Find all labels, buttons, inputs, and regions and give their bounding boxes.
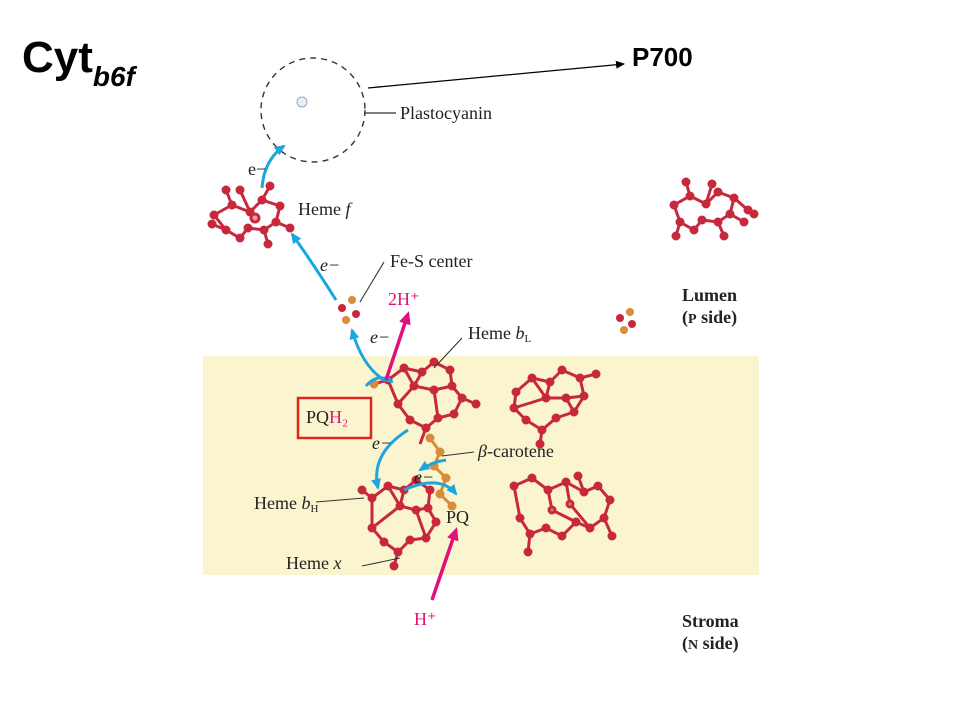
- two-h-plus-label: 2H⁺: [388, 289, 420, 309]
- electron-label-1: e−: [248, 159, 267, 179]
- lumen-side-label: (P side): [682, 307, 738, 327]
- pqh2-highlight-box: [296, 396, 373, 440]
- heme-right-membrane-molecule: [509, 365, 601, 449]
- electron-transfer-arrows: [260, 144, 458, 496]
- heme-bl-label: Heme bL: [468, 323, 532, 345]
- electron-arrow-heme-f-to-plastocyanin: [260, 144, 286, 189]
- heme-bh-molecule: [357, 475, 441, 571]
- heme-x-label: Heme x: [286, 553, 342, 573]
- thylakoid-membrane: [203, 356, 759, 575]
- plastocyanin-circle: [260, 57, 366, 163]
- electron-label-4: e−: [372, 433, 393, 453]
- stroma-label: Stroma: [682, 611, 739, 631]
- electron-label-3: e−: [370, 327, 391, 347]
- p700-arrow: [367, 60, 625, 89]
- page-title-subscript: b6f: [92, 61, 135, 92]
- h-plus-label: H⁺: [414, 609, 437, 629]
- pq-label: PQ: [446, 507, 470, 527]
- heme-f-label: Heme f: [298, 199, 351, 219]
- p700-label: P700: [632, 42, 693, 72]
- electron-label-2: e−: [320, 255, 341, 275]
- electron-arrow-pqh2-to-heme-bl: [364, 372, 394, 388]
- beta-carotene-molecule: [425, 433, 457, 511]
- heme-bl-molecule: [369, 357, 481, 445]
- pqh2-label: PQH₂: [306, 407, 349, 427]
- page-title: Cytb6f: [22, 33, 135, 92]
- heme-right-lumen-molecule: [669, 177, 759, 241]
- fes-center-label: Fe-S center: [390, 251, 473, 271]
- proton-arrow-stroma: [430, 527, 459, 601]
- fes-cluster-right: [616, 308, 636, 334]
- heme-f-molecule: [207, 181, 295, 249]
- beta-carotene-label: β-carotene: [478, 441, 554, 461]
- stroma-side-label: (N side): [682, 633, 739, 653]
- plastocyanin-label: Plastocyanin: [400, 103, 492, 123]
- electron-arrow-fes-to-heme-f: [290, 232, 338, 301]
- heme-right-stroma-molecule: [509, 471, 617, 557]
- electron-arrow-heme-bh-to-pq: [403, 481, 458, 496]
- heme-bh-label: Heme bH: [254, 493, 319, 515]
- plastocyanin-copper-dot: [296, 96, 308, 108]
- proton-arrow-lumen: [384, 311, 411, 381]
- label-leader-lines: [315, 261, 475, 567]
- lumen-label: Lumen: [682, 285, 738, 305]
- electron-label-5: e−: [414, 467, 435, 487]
- electron-arrow-carotene: [418, 458, 447, 472]
- electron-arrow-heme-bl-to-heme-bh: [371, 428, 409, 490]
- fes-cluster: [338, 296, 360, 324]
